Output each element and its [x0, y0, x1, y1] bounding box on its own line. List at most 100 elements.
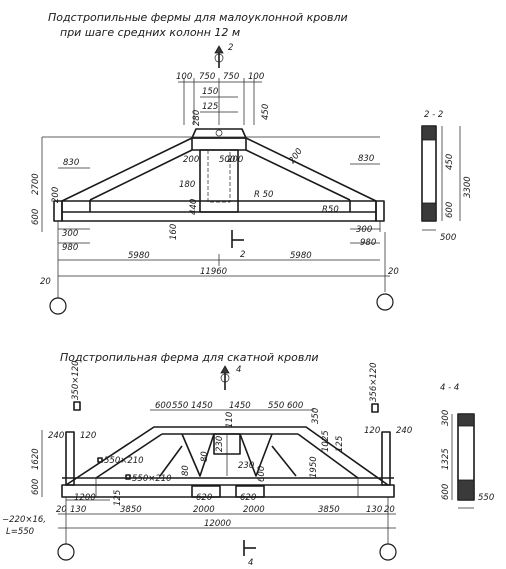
b-dim-1450a: 1450 [191, 401, 213, 411]
top-dim-chain: 100 750 750 100 150 125 [176, 72, 264, 125]
dim-980r: 980 [360, 238, 376, 248]
dim-100a: 100 [176, 72, 192, 82]
b-dim-2000b: 2000 [243, 505, 265, 515]
b-dim-1025: 1025 [321, 430, 331, 452]
dim-200c: 200 [227, 155, 243, 165]
dim-160: 160 [169, 224, 179, 240]
dim-5980l: 5980 [128, 251, 150, 261]
b-dim-240l: 240 [48, 431, 64, 441]
b-dim-120l: 120 [80, 431, 96, 441]
dim-980l: 980 [62, 243, 78, 253]
dim-200b: 200 [183, 155, 199, 165]
dim-600: 600 [31, 209, 41, 225]
title-top-line1: Подстропильные фермы для малоуклонной кр… [48, 11, 348, 24]
dim-280: 280 [192, 110, 202, 126]
b-dim-600c: 600 [31, 479, 41, 495]
cut-label-2-bottom: 2 [240, 250, 245, 260]
radius-r50b: R50 [322, 205, 339, 215]
b-plate-550a: 550×210 [104, 456, 144, 466]
axis-marker-right-top [376, 293, 394, 311]
axis-marker-right-bottom [379, 543, 397, 561]
dim-5980r: 5980 [290, 251, 312, 261]
dim-200d: 200 [287, 147, 305, 166]
s22-dim-600: 600 [445, 202, 455, 218]
dim-125: 125 [202, 102, 218, 112]
dim-440: 440 [189, 199, 199, 215]
dim-750b: 750 [223, 72, 239, 82]
b-dim-130l: 130 [70, 505, 86, 515]
s22-dim-500: 500 [440, 233, 456, 243]
b-dim-125b: 125 [113, 490, 123, 506]
cut-label-2-top: 2 [228, 43, 233, 53]
b-dim-550a: 550 [172, 401, 188, 411]
b-dim-1620: 1620 [31, 448, 41, 470]
section-cut-4-top: 4 [220, 365, 241, 390]
title-top-line2: при шаге средних колонн 12 м [60, 26, 240, 39]
b-plate-350: 350×120 [71, 360, 81, 400]
dim-450: 450 [261, 104, 271, 120]
b-dim-230b: 230 [238, 461, 254, 471]
dim-20l: 20 [40, 277, 51, 287]
cut-label-4-top: 4 [236, 365, 241, 375]
b-dim-3850r: 3850 [318, 505, 340, 515]
b-dim-600d: 600 [257, 466, 267, 482]
section-cut-4-bottom: 4 [243, 540, 256, 568]
b-dim-350a: 350 [311, 408, 321, 424]
section-cut-2-bottom: 2 [231, 230, 245, 260]
section-4-4: 4 - 4 300 1325 600 550 [440, 383, 494, 509]
dim-300l: 300 [62, 229, 78, 239]
b-dim-600b: 600 [287, 401, 303, 411]
top-truss-body [42, 128, 385, 232]
b-plate-220: −220×16, [2, 515, 46, 525]
b-dim-80a: 80 [181, 465, 191, 476]
radius-r50a: R 50 [254, 190, 273, 200]
s44-dim-550: 550 [478, 493, 494, 503]
b-dim-20l: 20 [56, 505, 67, 515]
section-2-2: 2 - 2 450 3300 600 500 [421, 110, 473, 243]
b-dim-1200: 1200 [74, 493, 96, 503]
b-dim-1950: 1950 [309, 456, 319, 478]
dim-20r: 20 [388, 267, 399, 277]
s44-dim-300: 300 [441, 410, 451, 426]
axis-marker-left-top [49, 297, 67, 315]
dim-2700: 2700 [31, 173, 41, 195]
b-dim-230a: 230 [215, 436, 225, 452]
top-truss: 2 100 750 750 100 150 125 [31, 43, 399, 315]
dim-750a: 750 [199, 72, 215, 82]
dim-100b: 100 [248, 72, 264, 82]
b-dim-620b: 620 [240, 493, 256, 503]
section-cut-2-top: 2 [214, 43, 233, 68]
dim-150: 150 [202, 87, 218, 97]
b-plate-550b: 550×210 [132, 474, 172, 484]
b-dim-130r: 130 [366, 505, 382, 515]
s22-dim-3300: 3300 [463, 176, 473, 198]
b-dim-1450b: 1450 [229, 401, 251, 411]
b-dim-600a: 600 [155, 401, 171, 411]
section-2-2-title: 2 - 2 [424, 110, 443, 120]
b-dim-550b: 550 [268, 401, 284, 411]
b-dim-2000a: 2000 [193, 505, 215, 515]
dim-11960: 11960 [200, 267, 227, 277]
b-plate-356: 356×120 [369, 362, 379, 402]
b-dim-620a: 620 [196, 493, 212, 503]
b-plate-L: L=550 [6, 527, 34, 537]
b-dim-125: 125 [335, 436, 345, 452]
b-dim-80b: 80 [200, 451, 210, 462]
title-bottom: Подстропильная ферма для скатной кровли [60, 351, 319, 364]
b-dim-110: 110 [225, 412, 235, 428]
b-dim-20r: 20 [384, 505, 395, 515]
dim-300r: 300 [356, 225, 372, 235]
b-dim-3850l: 3850 [120, 505, 142, 515]
b-dim-12000: 12000 [204, 519, 231, 529]
dim-830r: 830 [358, 154, 374, 164]
dim-180: 180 [179, 180, 195, 190]
cut-label-4-bottom: 4 [248, 558, 253, 568]
section-4-4-title: 4 - 4 [440, 383, 459, 393]
b-dim-240r: 240 [396, 426, 412, 436]
dim-500: 500 [219, 155, 235, 165]
s44-dim-1325: 1325 [441, 448, 451, 470]
axis-marker-left-bottom [57, 543, 75, 561]
dim-200a: 200 [51, 187, 61, 203]
s22-dim-450: 450 [445, 154, 455, 170]
